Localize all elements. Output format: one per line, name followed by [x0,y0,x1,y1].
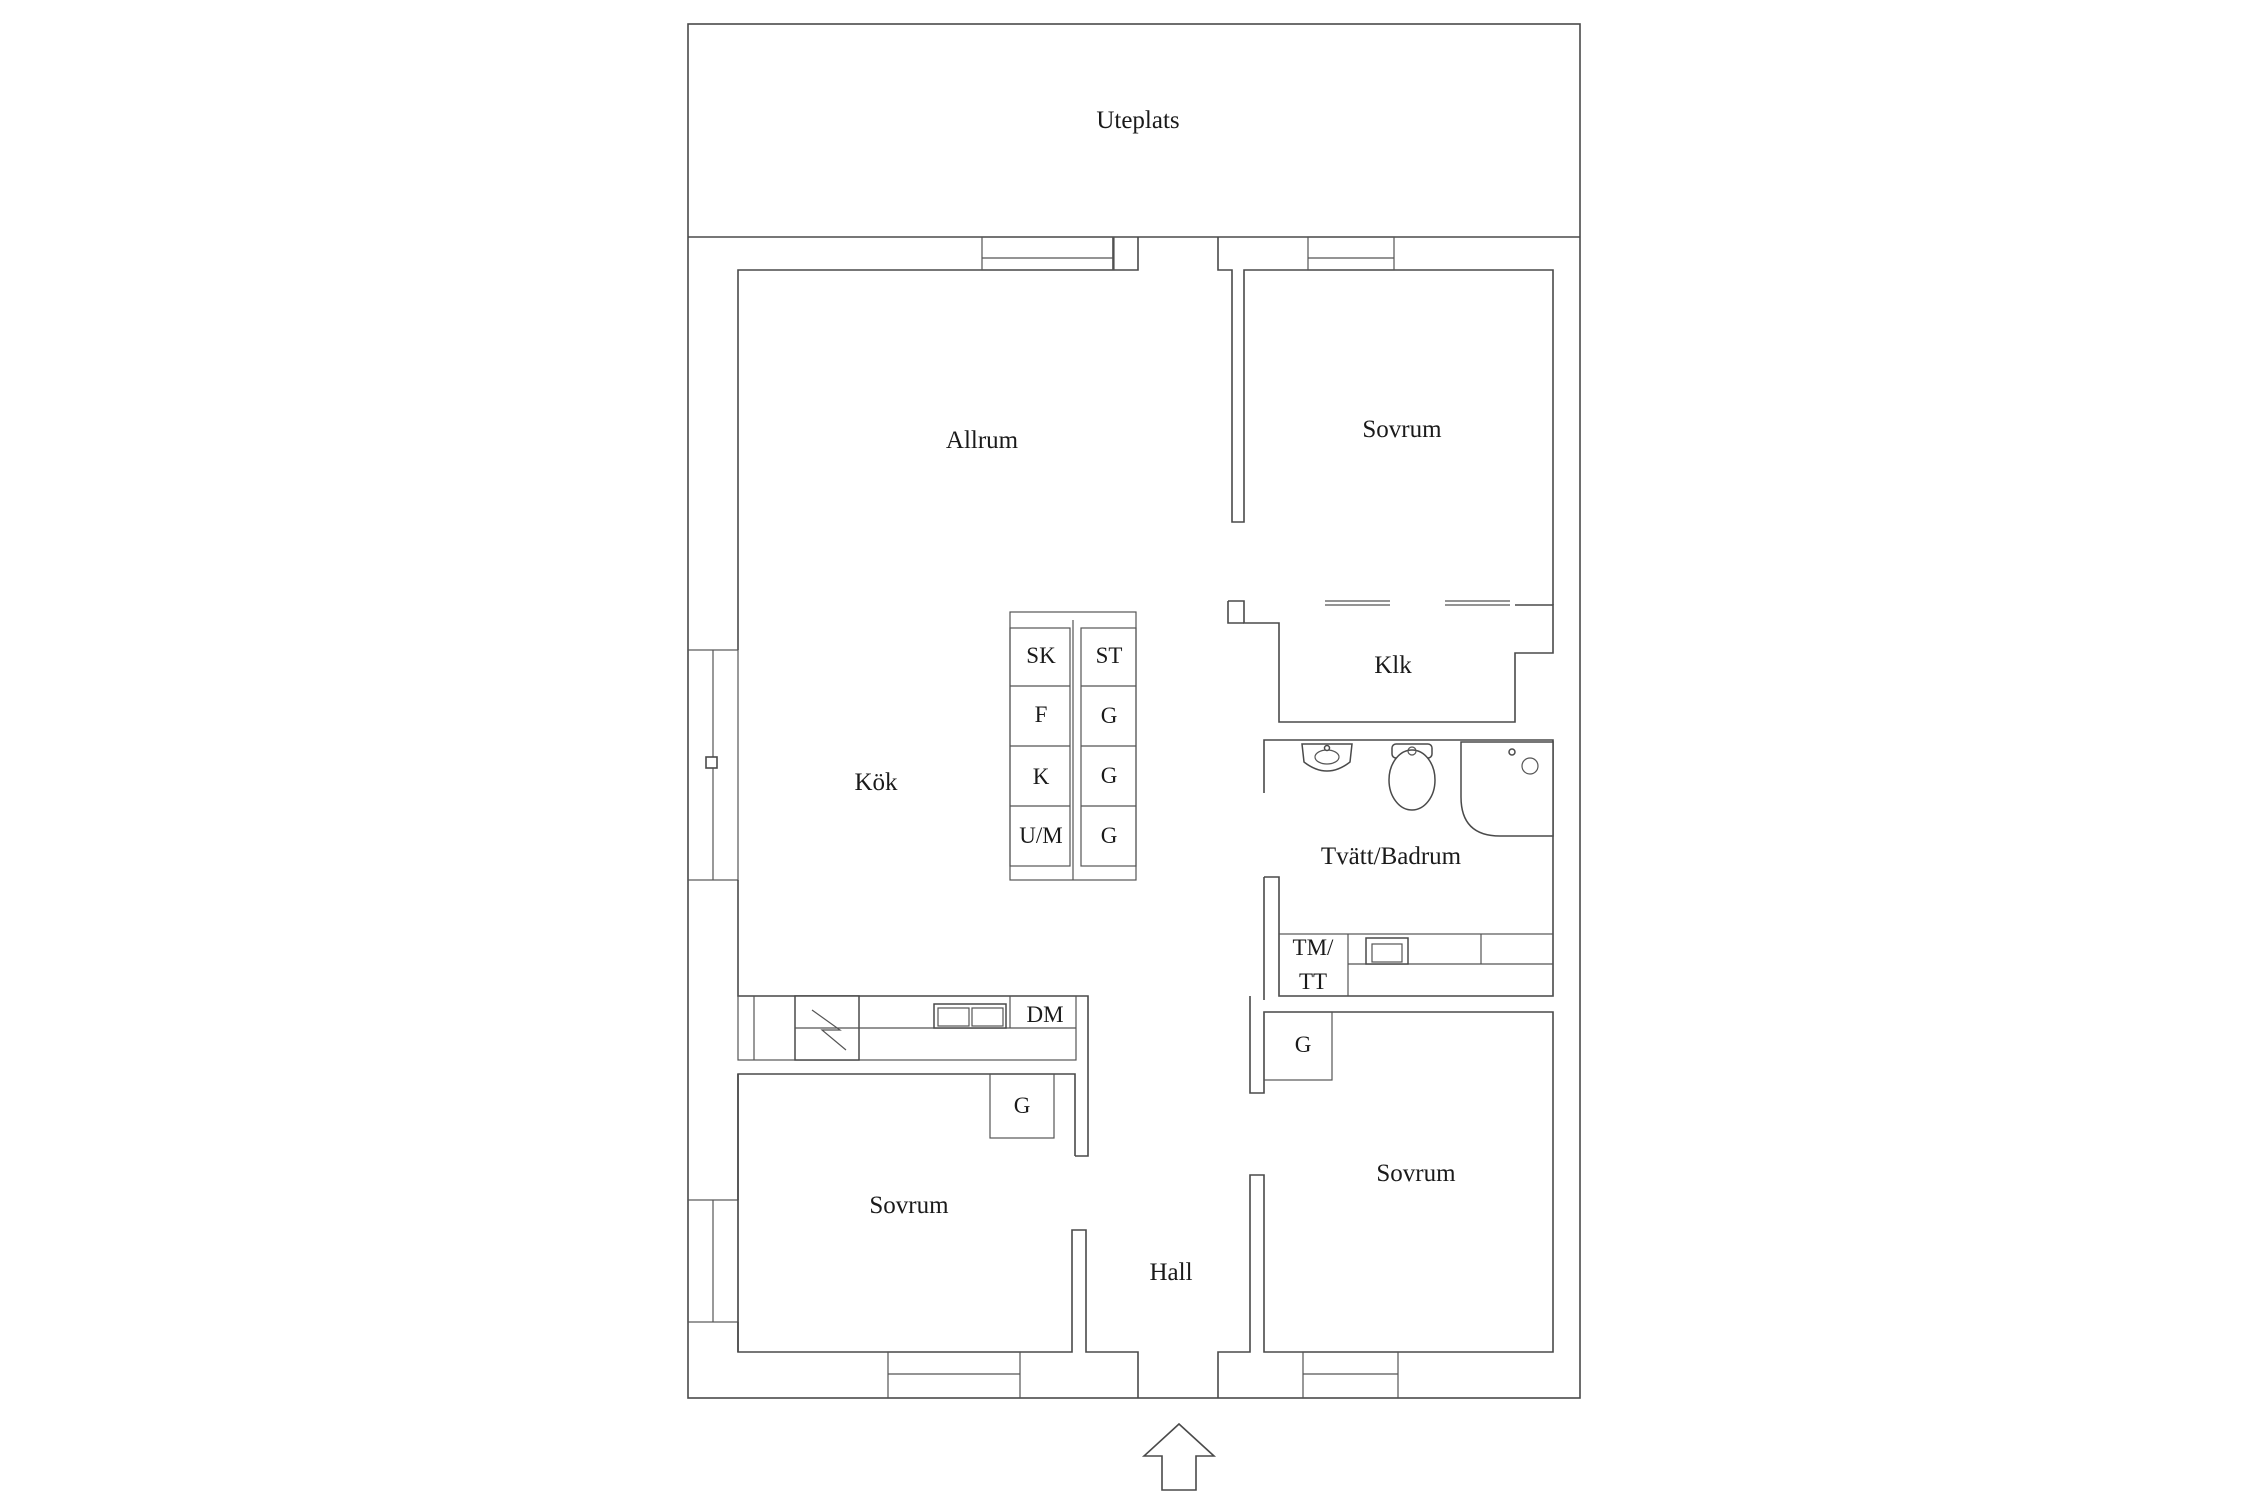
kitchen-island [1009,611,1137,881]
toilet-icon [1388,743,1436,811]
appliance-label-dm: DM [1026,1002,1063,1027]
wardrobe-se [1263,1011,1333,1081]
room-labels: Uteplats Allrum Kök Sovrum Klk Tvätt/Bad… [854,107,1461,1286]
room-label-hall: Hall [1149,1259,1192,1286]
bathroom-fixtures [1278,741,1554,997]
stove-icon [811,1009,847,1051]
appliance-label-g: G [1101,823,1118,848]
washbasin-icon [1301,743,1353,772]
room-label-tvatt-badrum: Tvätt/Badrum [1321,843,1462,870]
wardrobe-label-g: G [1295,1032,1312,1057]
room-label-sovrum-sw: Sovrum [869,1192,949,1219]
shower-icon [1460,741,1554,837]
appliance-label-f: F [1035,702,1048,727]
entrance-arrow-icon [1141,1422,1217,1491]
room-label-klk: Klk [1374,652,1412,679]
wardrobe-sw [989,1073,1055,1139]
room-label-sovrum-se: Sovrum [1376,1160,1456,1187]
appliance-labels: SK ST F G K G U/M G DM G G TM/ TT [1014,643,1334,1118]
appliance-label-tm: TM/ [1293,935,1335,960]
wardrobe-label-g: G [1014,1093,1031,1118]
appliance-label-st: ST [1096,643,1123,668]
room-label-sovrum-ne: Sovrum [1362,416,1442,443]
outer-walls [687,23,1581,1399]
appliance-label-g: G [1101,703,1118,728]
appliance-label-um: U/M [1019,823,1062,848]
appliance-label-tt: TT [1299,969,1327,994]
utility-sink-icon [1365,937,1409,965]
appliance-label-sk: SK [1026,643,1056,668]
appliance-label-k: K [1033,764,1050,789]
inner-walls [687,236,1554,1399]
kitchen-counter [737,995,1077,1061]
room-label-allrum: Allrum [946,427,1019,454]
appliance-label-g: G [1101,763,1118,788]
wardrobes [989,1011,1333,1139]
room-label-kok: Kök [854,769,898,796]
room-label-uteplats: Uteplats [1096,107,1179,134]
